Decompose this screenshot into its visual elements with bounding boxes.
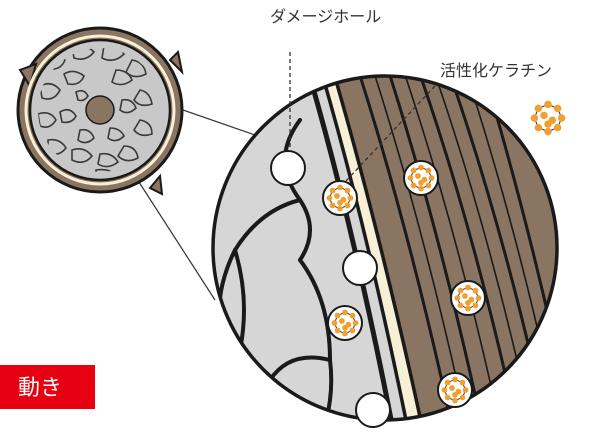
keratin-dot: [465, 284, 471, 291]
keratin-dot: [352, 320, 359, 326]
keratin-dot: [418, 185, 424, 192]
keratin-dot: [557, 114, 566, 122]
keratin-dot: [465, 305, 471, 312]
keratin-dot: [418, 179, 424, 186]
keratin-dot: [544, 127, 552, 136]
activated-keratin-label: 活性化ケラチン: [440, 61, 552, 80]
keratin-dot: [326, 195, 333, 201]
keratin-dot: [329, 187, 336, 194]
keratin-dot: [553, 123, 562, 132]
keratin-dot: [334, 312, 341, 319]
keratin-dot: [465, 299, 471, 306]
keratin-dot: [329, 202, 336, 209]
keratin-dot: [459, 379, 466, 386]
keratin-dot: [452, 397, 458, 404]
keratin-dot: [462, 293, 468, 299]
keratin-dot: [441, 387, 448, 393]
keratin-dot: [344, 187, 351, 194]
keratin-dot: [472, 287, 479, 294]
keratin-dot: [472, 302, 479, 309]
keratin-dot: [425, 182, 432, 189]
keratin-dot: [444, 394, 451, 401]
keratin-filled-hole: [327, 305, 363, 341]
keratin-dot: [344, 202, 351, 209]
keratin-dot: [444, 379, 451, 386]
keratin-dot: [462, 387, 469, 393]
keratin-dot: [454, 295, 461, 301]
keratin-dot: [540, 111, 548, 120]
keratin-dot: [534, 104, 543, 113]
keratin-particle-group: [530, 100, 566, 136]
keratin-dot: [452, 376, 458, 383]
keratin-dot: [342, 330, 348, 337]
keratin-dot: [410, 182, 417, 189]
keratin-dot: [337, 205, 343, 212]
keratin-dot: [457, 302, 464, 309]
damage-hole-label: ダメージホール: [270, 7, 381, 26]
keratin-dot: [452, 391, 458, 398]
keratin-dot: [331, 320, 338, 326]
keratin-filled-hole: [403, 160, 439, 196]
keratin-cluster: [530, 100, 566, 136]
magnified-hair-view: [211, 74, 559, 428]
hair-cross-section: [16, 26, 184, 196]
keratin-dot: [544, 120, 552, 128]
keratin-dot: [337, 199, 343, 206]
keratin-filled-hole: [322, 180, 358, 216]
keratin-dot: [459, 394, 466, 401]
keratin-dot: [418, 164, 424, 171]
keratin-dot: [339, 318, 345, 324]
damage-hole: [342, 250, 378, 286]
keratin-dot: [553, 104, 562, 113]
keratin-dot: [449, 385, 455, 391]
keratin-dot: [342, 324, 348, 331]
keratin-dot: [457, 287, 464, 294]
keratin-dot: [410, 167, 417, 174]
keratin-dot: [334, 193, 340, 199]
keratin-dot: [342, 309, 348, 316]
keratin-dot: [475, 295, 482, 301]
keratin-filled-hole: [450, 280, 486, 316]
keratin-dot: [407, 175, 414, 181]
red-banner: 動き: [0, 365, 95, 409]
banner-text: 動き: [18, 376, 62, 401]
damage-hole: [270, 150, 306, 186]
keratin-dot: [347, 195, 354, 201]
keratin-dot: [425, 167, 432, 174]
zoom-connector-bottom: [127, 164, 216, 301]
keratin-dot: [544, 100, 552, 109]
keratin-leader: [344, 85, 436, 183]
keratin-dot: [337, 184, 343, 191]
keratin-dot: [534, 123, 543, 132]
keratin-dot: [349, 312, 356, 319]
keratin-dot: [334, 327, 341, 334]
keratin-dot: [530, 114, 539, 122]
damage-hole: [355, 392, 391, 428]
keratin-dot: [349, 327, 356, 334]
keratin-dot: [415, 173, 421, 179]
keratin-dot: [428, 175, 435, 181]
keratin-filled-hole: [437, 372, 473, 408]
